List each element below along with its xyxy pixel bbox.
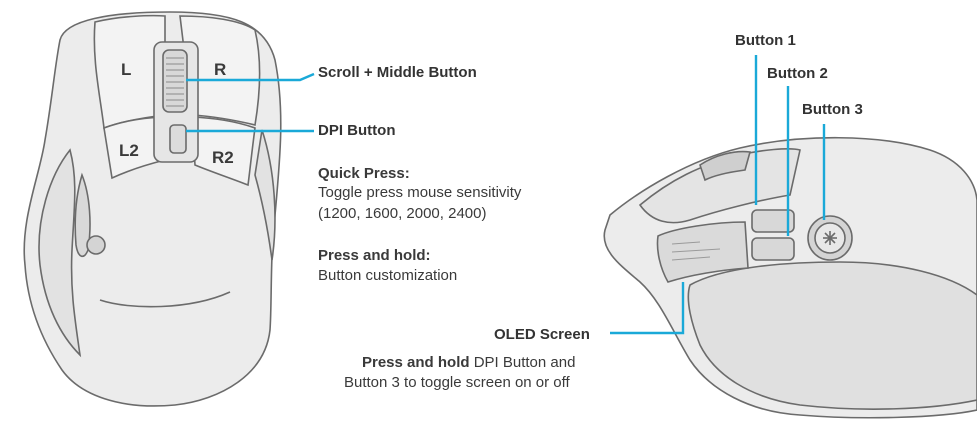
- side-button-1-icon: [751, 209, 795, 233]
- oled-info-rest: DPI Button and: [469, 354, 576, 371]
- brand-logo-icon: [823, 231, 837, 245]
- scroll-wheel-icon: [162, 49, 188, 113]
- label-r2-button: R2: [212, 148, 234, 167]
- side-button-2-icon: [751, 237, 795, 261]
- quick-press-line-2: (1200, 1600, 2000, 2400): [318, 205, 487, 222]
- mouse-top-view: [23, 11, 282, 407]
- oled-info-line-2: Button 3 to toggle screen on or off: [344, 374, 570, 391]
- leader-line-scroll: [186, 72, 315, 82]
- leader-line-oled: [610, 282, 685, 335]
- label-right-button: R: [214, 60, 227, 79]
- mouse-top-right-grip: [254, 129, 276, 261]
- mouse-side-wheel: [699, 150, 752, 182]
- press-hold-title: Press and hold:: [318, 247, 431, 264]
- mouse-top-side-buttons: [74, 172, 91, 258]
- quick-press-line-1: Toggle press mouse sensitivity: [318, 184, 522, 201]
- mouse-top-palm-crease: [99, 291, 231, 308]
- callout-scroll-middle-button: Scroll + Middle Button: [318, 64, 477, 81]
- oled-screen-icon: [656, 221, 749, 283]
- callout-oled-screen: OLED Screen: [494, 326, 590, 343]
- label-left-button: L: [121, 60, 132, 79]
- mouse-side-top-ridge: [638, 148, 801, 224]
- oled-info-line-1: Press and hold DPI Button and: [362, 353, 575, 372]
- press-hold-line-1: Button customization: [318, 267, 458, 284]
- callout-button-1: Button 1: [735, 32, 796, 49]
- oled-info-bold: Press and hold: [362, 354, 470, 371]
- callout-button-2: Button 2: [767, 65, 828, 82]
- mouse-side-thumb-rest: [687, 261, 977, 410]
- callout-dpi-button: DPI Button: [318, 122, 396, 139]
- mouse-top-side-dial: [86, 235, 106, 255]
- mouse-top-left-grip: [38, 148, 82, 358]
- quick-press-title: Quick Press:: [318, 165, 410, 182]
- mouse-side-view: [603, 136, 977, 419]
- label-l2-button: L2: [119, 141, 139, 160]
- mouse-top-right-button: [179, 15, 261, 126]
- callout-button-3: Button 3: [802, 101, 863, 118]
- dpi-button-icon: [169, 124, 187, 154]
- mouse-top-r2-button: [191, 116, 256, 187]
